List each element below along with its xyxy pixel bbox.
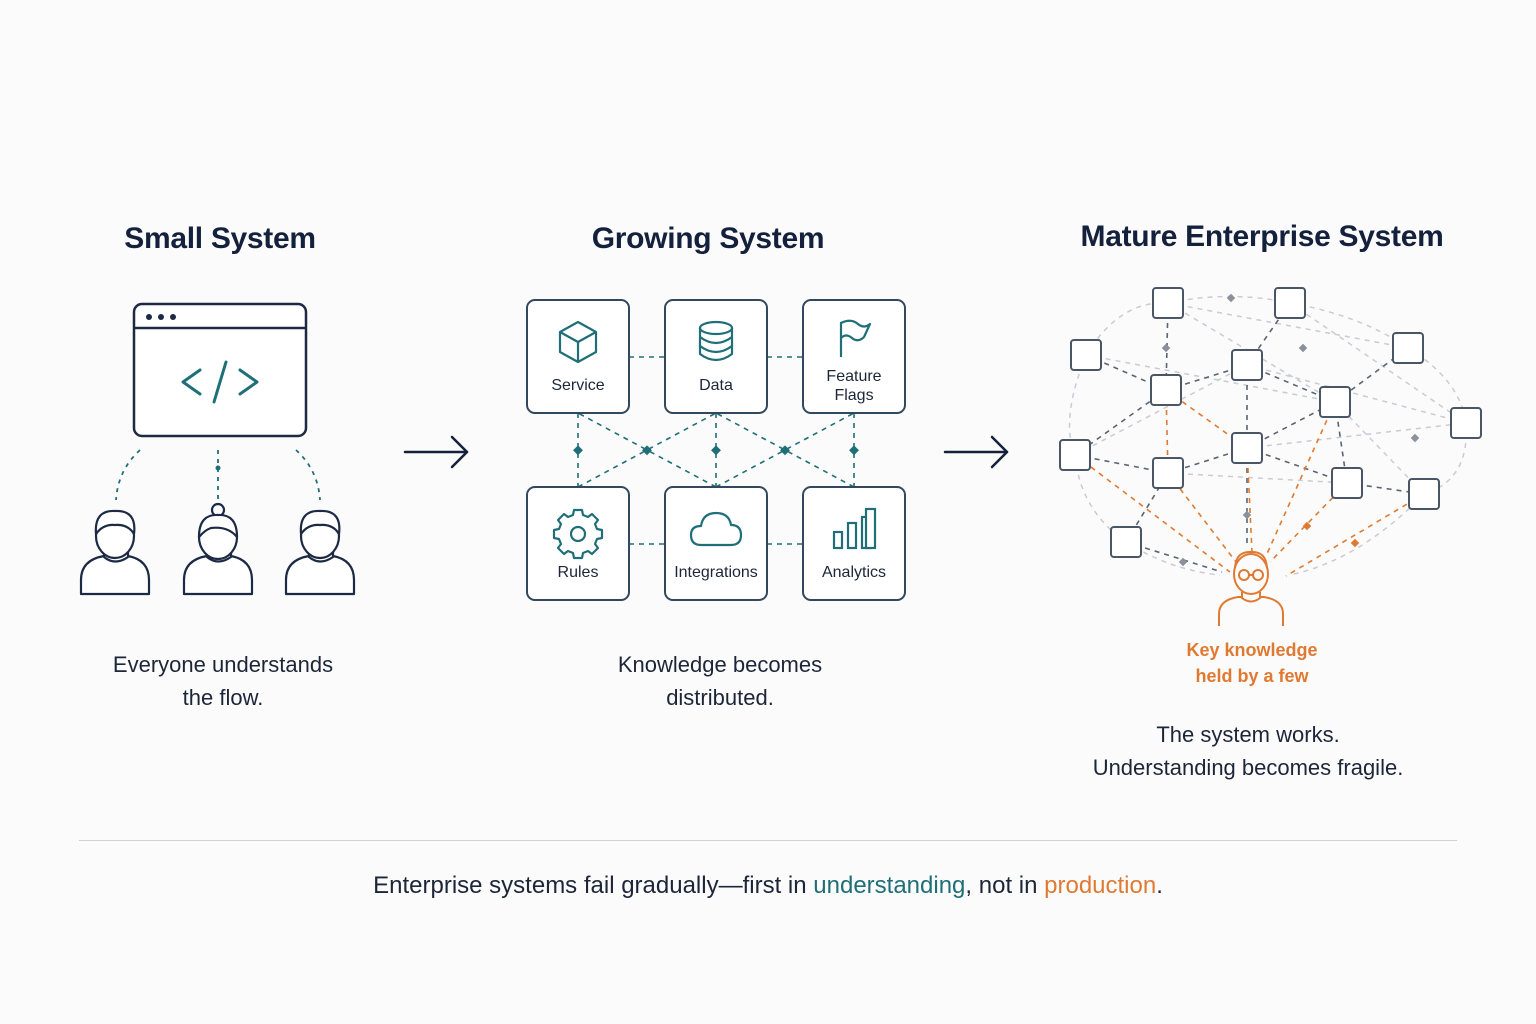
growing-system-caption: Knowledge becomes distributed. (618, 648, 822, 714)
integrations-box-label: Integrations (674, 564, 758, 581)
user-icon (79, 509, 151, 596)
cloud-icon (689, 511, 743, 547)
mature-system-caption: The system works. Understanding becomes … (1093, 718, 1404, 784)
flag-icon (839, 319, 872, 357)
analytics-box-label: Analytics (821, 564, 887, 581)
data-box (664, 299, 768, 414)
data-box-label: Data (699, 377, 733, 394)
small-system-title: Small System (124, 222, 316, 255)
cube-icon (558, 320, 598, 364)
caption-line: Everyone understands (112, 652, 334, 677)
footer-statement: Enterprise systems fail gradually—first … (373, 872, 1163, 900)
caption-line: Understanding becomes fragile. (1092, 755, 1404, 780)
footer-highlight-production: production (1044, 872, 1157, 899)
key-caption-line: held by a few (1195, 666, 1309, 686)
rules-box-label: Rules (557, 564, 599, 581)
database-icon (698, 320, 734, 362)
footer-highlight-understanding: understanding (813, 872, 966, 899)
expert-person-icon (1218, 550, 1284, 626)
gear-icon (552, 508, 604, 560)
small-system-caption: Everyone understands the flow. (113, 648, 333, 714)
user-connection-lines (115, 449, 321, 501)
growing-system-title: Growing System (591, 222, 825, 255)
box-connection-lines (577, 356, 855, 545)
rules-box (526, 486, 630, 601)
key-knowledge-caption: Key knowledge held by a few (1186, 637, 1317, 689)
network-node-icon (1059, 287, 1482, 558)
footer-text-before: Enterprise systems fail gradually—first … (373, 872, 814, 899)
feature-flags-line-2: Flags (834, 387, 874, 404)
caption-line: distributed. (666, 685, 774, 710)
bar-chart-icon (832, 507, 877, 550)
footer-divider (79, 840, 1457, 841)
feature-flags-line-1: Feature (826, 368, 882, 385)
integrations-box (664, 486, 768, 601)
caption-line: the flow. (182, 685, 264, 710)
footer-text-middle: , not in (965, 872, 1045, 899)
service-box-label: Service (551, 377, 605, 394)
feature-flags-box-label: Feature Flags (803, 367, 905, 405)
feature-flags-box (802, 299, 906, 414)
user-icon (182, 502, 254, 596)
caption-line: Knowledge becomes (617, 652, 823, 677)
mature-system-title: Mature Enterprise System (1080, 220, 1444, 253)
code-window-icon (132, 302, 308, 438)
footer-text-after: . (1156, 872, 1163, 899)
arrow-right-icon (943, 435, 1009, 469)
arrow-right-icon (403, 435, 469, 469)
key-caption-line: Key knowledge (1186, 640, 1318, 660)
caption-line: The system works. (1156, 722, 1340, 747)
analytics-box (802, 486, 906, 601)
user-icon (284, 509, 356, 596)
